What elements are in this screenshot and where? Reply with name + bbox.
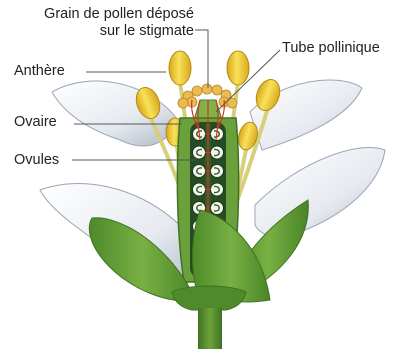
ovule bbox=[193, 146, 206, 159]
petal-right-front bbox=[255, 147, 385, 236]
label-anther: Anthère bbox=[14, 63, 65, 80]
ovule bbox=[211, 146, 224, 159]
label-pollen-tube: Tube pollinique bbox=[282, 40, 380, 57]
anther bbox=[169, 51, 191, 85]
ovule bbox=[211, 183, 224, 196]
receptacle bbox=[172, 286, 246, 310]
ovule bbox=[193, 183, 206, 196]
label-pollen-grain: Grain de pollen déposé sur le stigmate bbox=[36, 6, 194, 40]
label-pollen-grain-line1: Grain de pollen déposé bbox=[36, 6, 194, 23]
ovule bbox=[211, 165, 224, 178]
leader-grain bbox=[195, 30, 208, 88]
label-pollen-grain-line2: sur le stigmate bbox=[36, 23, 194, 40]
flower-stalk bbox=[198, 308, 222, 349]
label-ovary: Ovaire bbox=[14, 114, 57, 131]
ovule bbox=[193, 165, 206, 178]
label-ovules: Ovules bbox=[14, 152, 59, 169]
anther bbox=[227, 51, 249, 85]
ovule bbox=[211, 202, 224, 215]
stem bbox=[172, 286, 246, 349]
